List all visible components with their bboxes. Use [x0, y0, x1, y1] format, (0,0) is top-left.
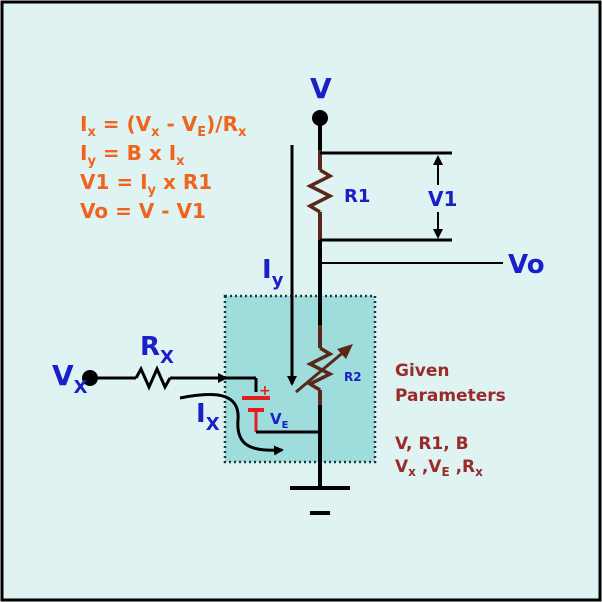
params-list-line1: V, R1, B	[395, 434, 469, 454]
supply-terminal	[312, 110, 328, 126]
formula-ix: Ix = (Vx - VE)/Rx	[80, 112, 247, 140]
supply-label: V	[310, 72, 332, 105]
rx-resistor	[134, 365, 172, 391]
r1-resistor	[306, 168, 334, 214]
params-title-line1: Given	[395, 361, 450, 381]
r2-resistor	[306, 346, 334, 392]
vo-label: Vo	[508, 250, 545, 280]
r2-label: R2	[344, 370, 362, 384]
formula-vo: Vo = V - V1	[80, 199, 206, 223]
formula-v1: V1 = Iy x R1	[80, 170, 212, 198]
r2-variable-arrowhead	[337, 344, 353, 359]
iy-label: Iy	[262, 255, 284, 291]
battery-plus-label: +	[259, 383, 271, 399]
ix-curved-arrow	[179, 392, 284, 456]
rx-label: RX	[140, 332, 174, 368]
params-list-line2: Vx ,VE ,Rx	[395, 457, 483, 479]
params-title-line2: Parameters	[395, 386, 506, 406]
ve-label: VE	[270, 410, 289, 431]
r1-label: R1	[344, 186, 370, 207]
v1-label: V1	[428, 187, 457, 211]
r2-variable-arrow	[295, 348, 347, 394]
ix-label: IX	[196, 399, 220, 435]
formula-iy: Iy = B x Ix	[80, 141, 185, 169]
vx-label: VX	[52, 359, 88, 398]
